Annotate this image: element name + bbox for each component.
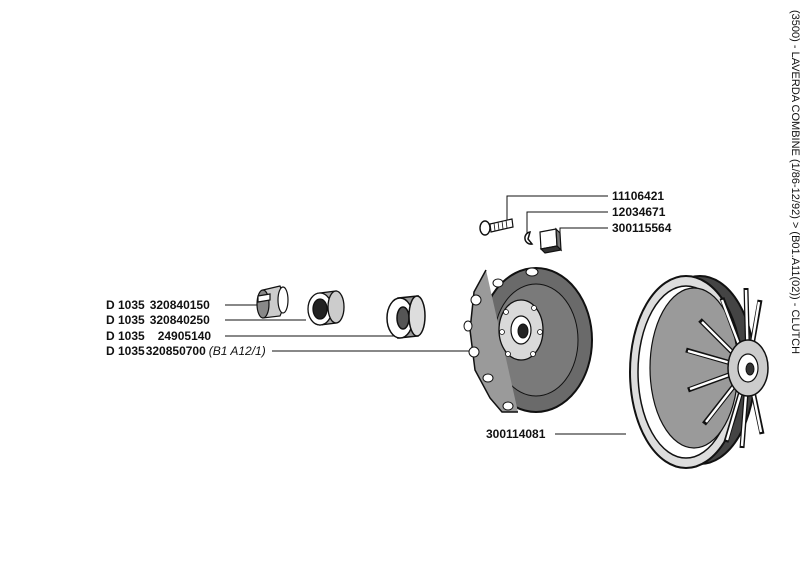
part-prefix: D 1035 (106, 344, 145, 358)
part-prefix: D 1035 (106, 298, 145, 312)
leader-12034671 (526, 211, 608, 233)
part-number: 11106421 (612, 189, 665, 203)
part-note: (B1 A12/1) (208, 344, 266, 358)
part-number: 24905140 (157, 329, 212, 343)
washer-part (524, 231, 534, 245)
part-label-300114081: 300114081 (486, 427, 545, 441)
bearing-part (307, 290, 345, 326)
bushing-part (256, 285, 289, 319)
part-number: 320840250 (149, 313, 210, 327)
part-label-320840250: D 1035 320840250 (106, 313, 210, 327)
part-prefix: D 1035 (106, 329, 145, 343)
part-number: 320850700 (145, 344, 206, 358)
part-number: 300115564 (612, 221, 672, 235)
part-number: 12034671 (612, 205, 666, 219)
part-label-320840150: D 1035 320840150 (106, 298, 210, 312)
part-number: 300114081 (486, 427, 546, 441)
part-label-300115564: 300115564 (612, 221, 671, 235)
diagram-side-title: (3500) - LAVERDA COMBINE (1/86-12/92) > … (789, 10, 801, 355)
part-prefix: D 1035 (106, 313, 145, 327)
leader-300115564 (559, 227, 608, 236)
part-label-12034671: 12034671 (612, 205, 665, 219)
part-label-320850700: D 1035320850700(B1 A12/1) (106, 344, 266, 358)
leader-11106421 (506, 195, 608, 228)
pulley-part (629, 275, 769, 469)
clutch-assembly-part (463, 267, 593, 413)
part-number: 320840150 (149, 298, 210, 312)
square-nut-part (539, 227, 563, 254)
bolt-part (479, 218, 514, 236)
seal-ring-part (386, 295, 426, 339)
part-label-24905140: D 1035 24905140 (106, 329, 211, 343)
part-label-11106421: 11106421 (612, 189, 664, 203)
leader-lines (225, 195, 626, 435)
